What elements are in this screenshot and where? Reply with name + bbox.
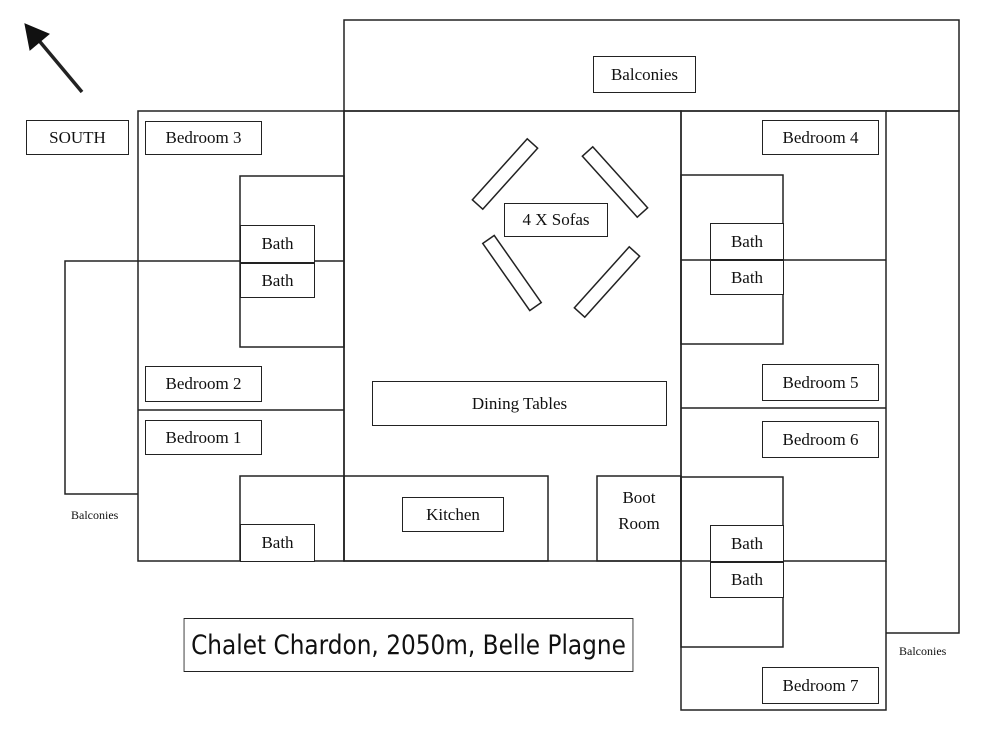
sofas	[471, 137, 649, 319]
bath-label-right-2: Bath	[710, 260, 784, 295]
kitchen-label: Kitchen	[402, 497, 504, 532]
arrow-northwest-icon	[34, 35, 84, 94]
boot-room-label-line-1: Boot	[622, 488, 656, 507]
bedroom-1-label: Bedroom 1	[145, 420, 262, 455]
bath-label-right-4: Bath	[710, 562, 784, 598]
bath-label-right-1: Bath	[710, 223, 784, 260]
bedroom-7-label: Bedroom 7	[762, 667, 879, 704]
right-balcony-outline	[886, 110, 960, 634]
bedroom-5-label: Bedroom 5	[762, 364, 879, 401]
kitchen-outline	[343, 475, 549, 562]
left-balconies-label: Balconies	[71, 508, 119, 522]
bedroom-6-label: Bedroom 6	[762, 421, 879, 458]
bath-label-left-2: Bath	[240, 263, 315, 298]
dining-tables-label: Dining Tables	[372, 381, 667, 426]
sofa-4	[573, 245, 641, 319]
boot-room-label: Boot Room	[597, 485, 681, 537]
sofas-label: 4 X Sofas	[504, 203, 608, 237]
left-wing-outline	[137, 110, 345, 562]
bath-label-left-3: Bath	[240, 524, 315, 562]
sofa-1	[471, 137, 539, 211]
plan-title: Chalet Chardon, 2050m, Belle Plagne	[183, 618, 634, 672]
boot-room-label-line-2: Room	[618, 514, 660, 533]
sofa-3	[481, 234, 543, 312]
bath-label-left-1: Bath	[240, 225, 315, 263]
bedroom-3-label: Bedroom 3	[145, 121, 262, 155]
right-balconies-label: Balconies	[899, 644, 947, 658]
top-balconies-label: Balconies	[593, 56, 696, 93]
bedroom-7-outline	[680, 561, 887, 711]
sofa-2	[581, 145, 649, 219]
south-label: SOUTH	[26, 120, 129, 155]
bedroom-2-label: Bedroom 2	[145, 366, 262, 402]
bath-label-right-3: Bath	[710, 525, 784, 562]
left-balcony-outline	[64, 260, 138, 495]
bedroom-4-label: Bedroom 4	[762, 120, 879, 155]
